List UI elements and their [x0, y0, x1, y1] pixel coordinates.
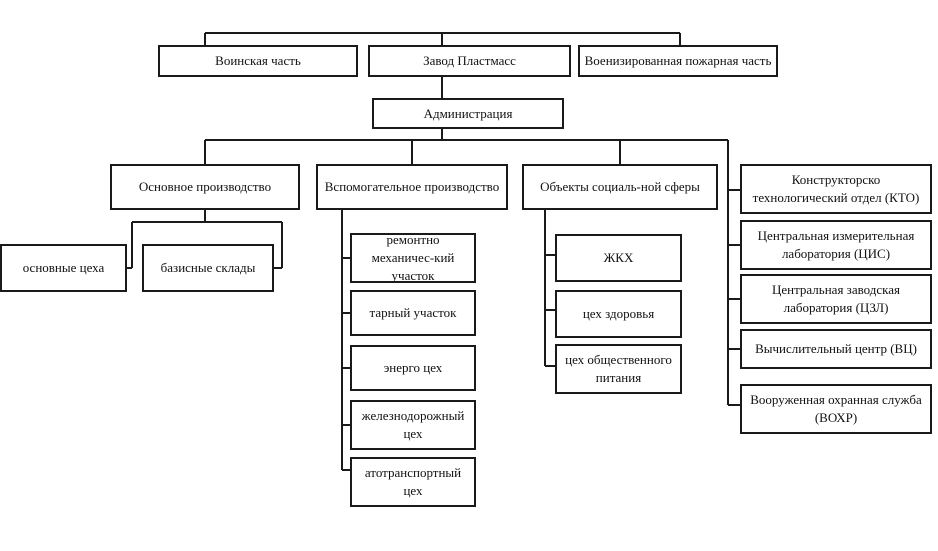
energy-shop-box: энерго цех [350, 345, 476, 391]
plant-label: Завод Пластмасс [423, 53, 516, 68]
social-objects-box: Объекты социаль-ной сферы [522, 164, 718, 210]
computing-center-label: Вычислительный центр (ВЦ) [755, 341, 917, 356]
aux-production-label: Вспомогательное производство [324, 179, 500, 194]
kto-label: Конструкторско технологический отдел (КТ… [752, 172, 920, 205]
repair-section-label: ремонтно механичес-кий участок [371, 232, 455, 283]
auto-shop-label: атотранспортный цех [364, 465, 462, 498]
administration-label: Администрация [423, 105, 513, 121]
central-plant-lab-box: Центральная заводская лаборатория (ЦЗЛ) [740, 274, 932, 324]
fire-unit-label: Военизированная пожарная часть [584, 53, 772, 68]
railway-shop-box: железнодорожный цех [350, 400, 476, 450]
tare-section-box: тарный участок [350, 290, 476, 336]
social-objects-label: Объекты социаль-ной сферы [540, 179, 700, 194]
main-production-box: Основное производство [110, 164, 300, 210]
fire-unit-box: Военизированная пожарная часть [578, 45, 778, 77]
security-service-box: Вооруженная охранная служба (ВОХР) [740, 384, 932, 434]
tare-section-label: тарный участок [369, 305, 457, 320]
military-unit-box: Воинская часть [158, 45, 358, 77]
kto-box: Конструкторско технологический отдел (КТ… [740, 164, 932, 214]
central-measuring-lab-label: Центральная измерительная лаборатория (Ц… [757, 228, 915, 261]
base-warehouses-label: базисные склады [160, 260, 256, 275]
energy-shop-label: энерго цех [383, 360, 443, 375]
housing-box: ЖКХ [555, 234, 682, 282]
auto-shop-box: атотранспортный цех [350, 457, 476, 507]
base-warehouses-box: базисные склады [142, 244, 274, 292]
main-production-label: Основное производство [138, 179, 272, 194]
security-service-label: Вооруженная охранная служба (ВОХР) [750, 392, 922, 425]
housing-label: ЖКХ [603, 250, 634, 265]
health-shop-label: цех здоровья [582, 306, 655, 321]
main-shops-label: основные цеха [22, 260, 105, 275]
administration-box: Администрация [372, 98, 564, 129]
computing-center-box: Вычислительный центр (ВЦ) [740, 329, 932, 369]
aux-production-box: Вспомогательное производство [316, 164, 508, 210]
repair-section-box: ремонтно механичес-кий участок [350, 232, 476, 283]
health-shop-box: цех здоровья [555, 290, 682, 338]
central-plant-lab-label: Центральная заводская лаборатория (ЦЗЛ) [771, 282, 901, 315]
railway-shop-label: железнодорожный цех [361, 408, 465, 441]
central-measuring-lab-box: Центральная измерительная лаборатория (Ц… [740, 220, 932, 270]
catering-shop-label: цех общественного питания [565, 352, 672, 385]
catering-shop-box: цех общественного питания [555, 344, 682, 394]
main-shops-box: основные цеха [0, 244, 127, 292]
military-unit-label: Воинская часть [215, 53, 301, 68]
plant-box: Завод Пластмасс [368, 45, 571, 77]
